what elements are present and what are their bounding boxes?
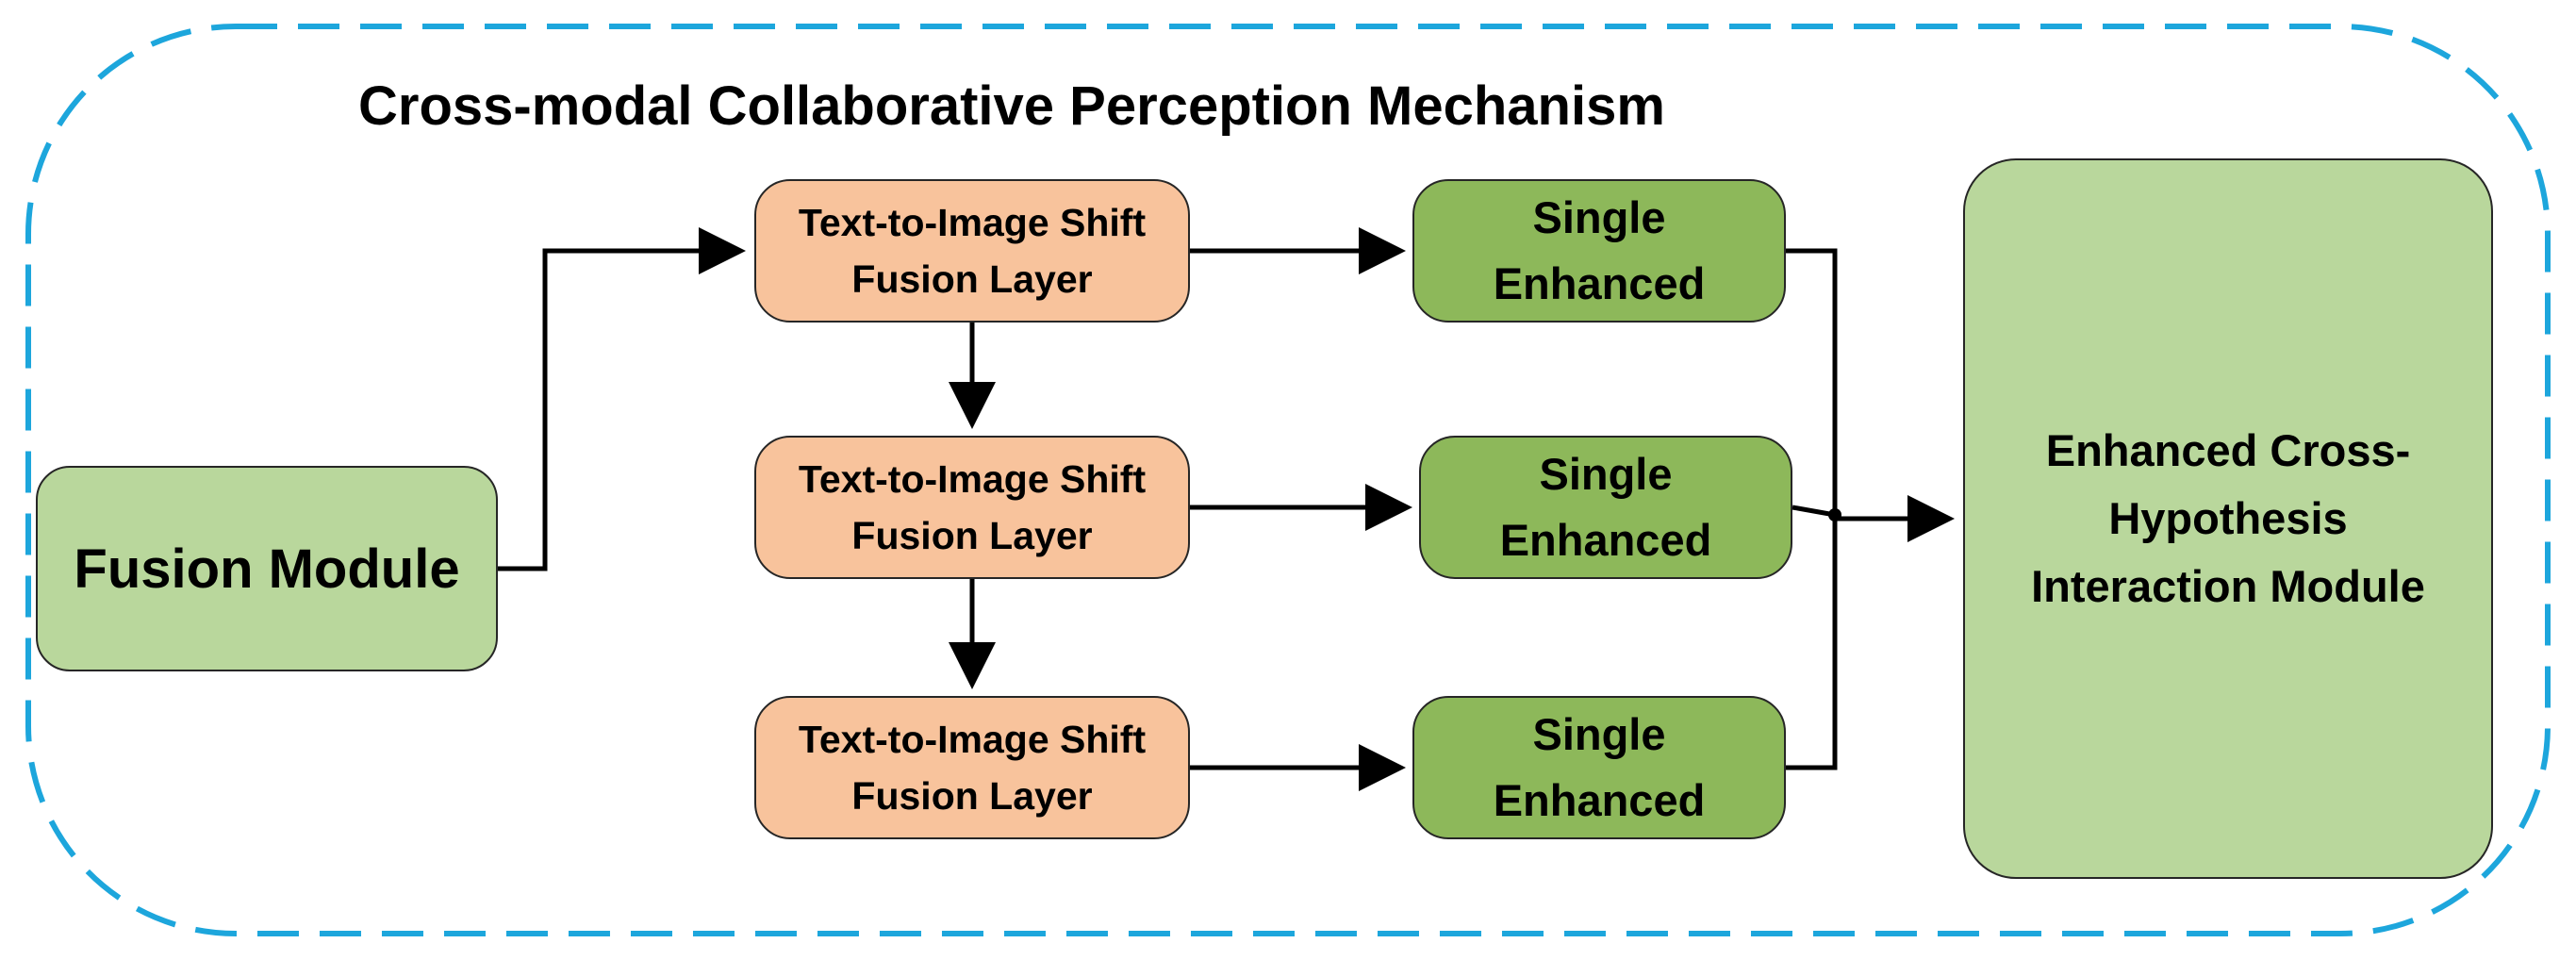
shift-fusion-layer-3: Text-to-Image Shift Fusion Layer — [754, 696, 1190, 839]
enhanced-2-line2: Enhanced — [1499, 515, 1712, 565]
container-dashed-border — [25, 24, 2551, 936]
shift-layer-1-line2: Fusion Layer — [851, 257, 1093, 301]
single-enhanced-2: Single Enhanced — [1419, 436, 1792, 579]
enhanced-3-line1: Single — [1532, 709, 1666, 759]
cross-module-line1: Enhanced Cross- — [2045, 425, 2411, 475]
shift-layer-2-line2: Fusion Layer — [851, 514, 1093, 557]
shift-fusion-layer-1: Text-to-Image Shift Fusion Layer — [754, 179, 1190, 323]
connector-enhanced-1-to-bus — [1786, 248, 1838, 515]
shift-layer-3-line2: Fusion Layer — [851, 774, 1093, 818]
connector-enhanced-3-to-bus — [1786, 515, 1838, 770]
shift-layer-1-line1: Text-to-Image Shift — [798, 201, 1147, 244]
fusion-module-node: Fusion Module — [36, 466, 498, 671]
single-enhanced-1: Single Enhanced — [1412, 179, 1786, 323]
shift-layer-2-line1: Text-to-Image Shift — [798, 457, 1147, 501]
connector-enhanced-2-to-bus — [1792, 505, 1836, 518]
single-enhanced-3: Single Enhanced — [1412, 696, 1786, 839]
shift-layer-3-line1: Text-to-Image Shift — [798, 718, 1147, 761]
cross-module-line2: Hypothesis — [2108, 493, 2348, 543]
enhanced-3-line2: Enhanced — [1493, 775, 1706, 825]
diagram-title: Cross-modal Collaborative Perception Mec… — [358, 75, 1665, 137]
enhanced-2-line1: Single — [1539, 449, 1673, 499]
arrow-fusion-to-layer-1 — [498, 227, 746, 571]
cross-module-line3: Interaction Module — [2031, 561, 2425, 611]
enhanced-1-line1: Single — [1532, 192, 1666, 242]
cross-hypothesis-interaction-module: Enhanced Cross- Hypothesis Interaction M… — [1963, 158, 2493, 879]
enhanced-1-line2: Enhanced — [1493, 258, 1706, 308]
fusion-module-label: Fusion Module — [74, 538, 460, 600]
shift-fusion-layer-2: Text-to-Image Shift Fusion Layer — [754, 436, 1190, 579]
